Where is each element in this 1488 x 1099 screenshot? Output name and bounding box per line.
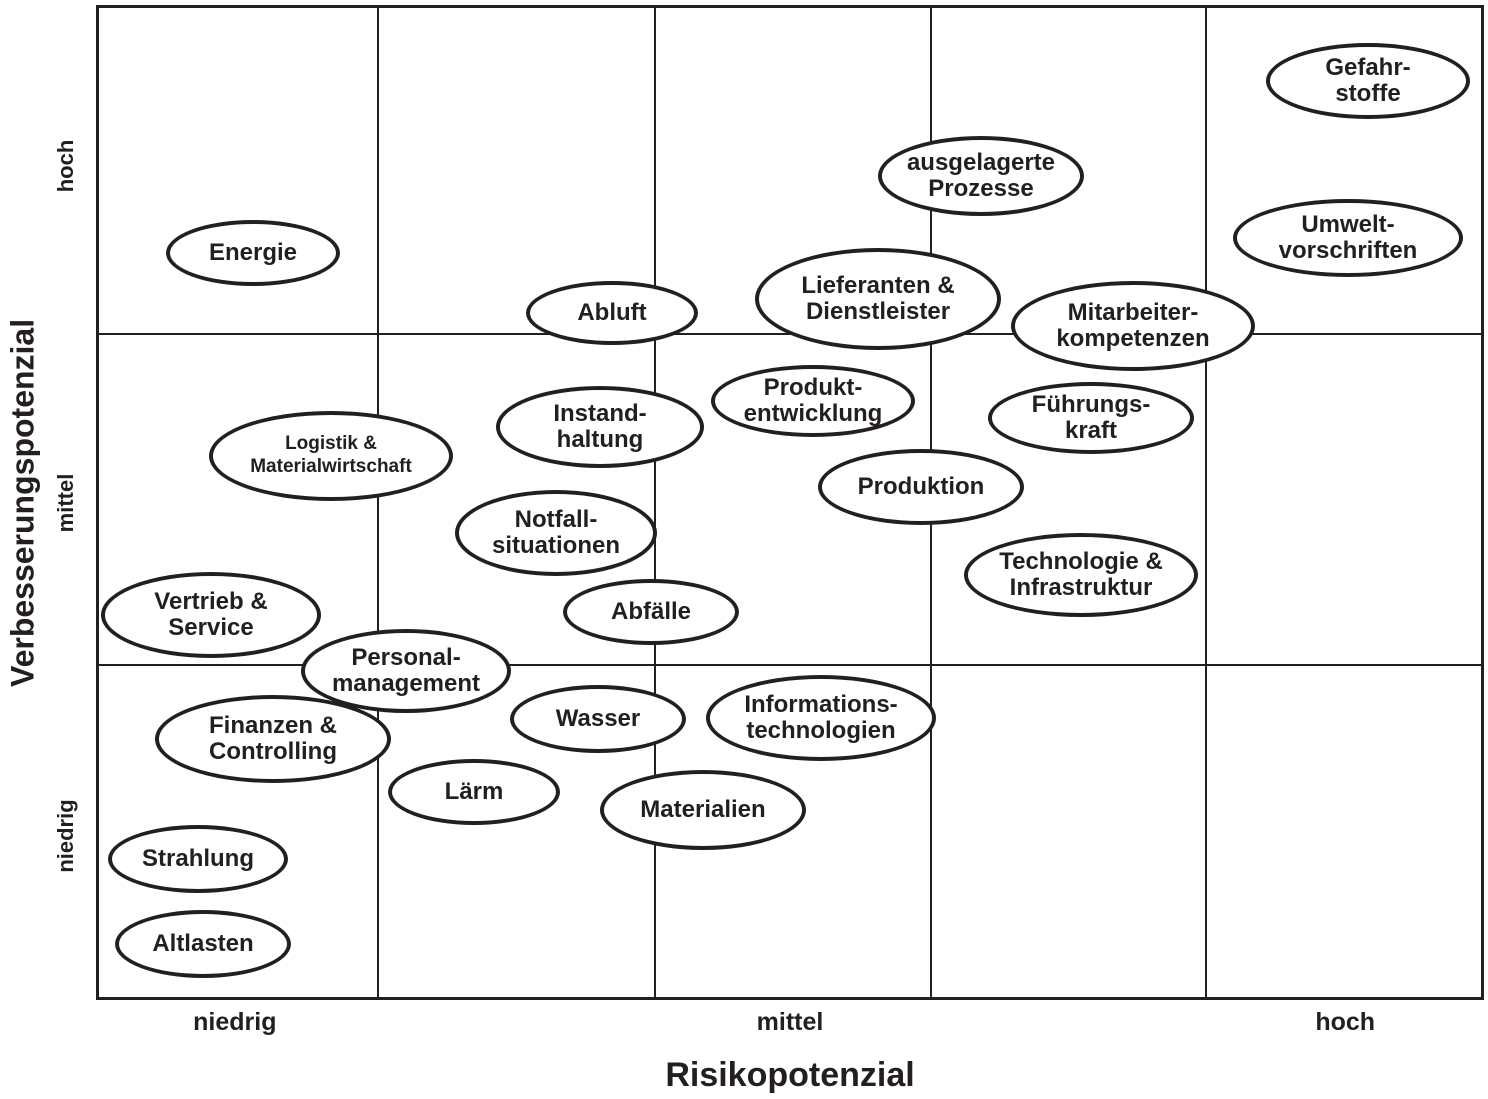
bubble-fuehrungs-kraft: Führungs-kraft — [988, 382, 1194, 454]
y-tick-niedrig: niedrig — [53, 799, 78, 873]
bubble-lieferanten-dienstleister: Lieferanten &Dienstleister — [755, 248, 1001, 350]
bubble-label: Führungs- — [1031, 390, 1151, 418]
bubble-label: Lärm — [444, 777, 504, 805]
bubble-label: Service — [168, 614, 254, 641]
bubble-technologie-infrastruktur: Technologie &Infrastruktur — [964, 533, 1198, 617]
bubble-vertrieb-service: Vertrieb &Service — [101, 572, 321, 658]
bubble-notfall-situationen: Notfall-situationen — [455, 490, 657, 576]
bubble-label: management — [331, 670, 481, 697]
bubble-label: Controlling — [209, 738, 337, 765]
bubble-label: kraft — [1064, 417, 1118, 444]
x-tick-niedrig: niedrig — [193, 1008, 277, 1036]
bubble-label: Abfälle — [610, 597, 691, 625]
x-tick-mittel: mittel — [756, 1008, 824, 1036]
bubble-label: Wasser — [555, 704, 641, 732]
bubble-label: Strahlung — [142, 844, 254, 872]
bubble-wasser: Wasser — [510, 685, 686, 753]
bubble-gefahr-stoffe: Gefahr-stoffe — [1266, 43, 1470, 119]
y-axis-tick-labels: hoch mittel niedrig — [48, 5, 84, 1000]
x-axis-title: Risikopotenzial — [665, 1056, 915, 1094]
bubble-finanzen-controlling: Finanzen &Controlling — [155, 695, 391, 783]
x-tick-hoch: hoch — [1315, 1008, 1376, 1036]
bubble-label: Gefahr- — [1325, 53, 1411, 81]
bubble-label: Technologie & — [999, 547, 1163, 575]
bubble-label: Materialwirtschaft — [250, 456, 412, 477]
bubble-produkt-entwicklung: Produkt-entwicklung — [711, 365, 915, 437]
bubble-label: Instand- — [553, 399, 647, 427]
y-axis-title: Verbesserungspotenzial — [4, 318, 41, 687]
bubble-materialien: Materialien — [600, 770, 806, 850]
bubble-label: Notfall- — [514, 505, 598, 533]
bubble-label: technologien — [746, 717, 896, 744]
bubble-label: situationen — [491, 532, 620, 559]
bubble-abfaelle: Abfälle — [563, 579, 739, 645]
bubble-label: Vertrieb & — [154, 587, 268, 615]
bubble-label: haltung — [556, 426, 644, 453]
bubble-label: Prozesse — [928, 175, 1034, 202]
y-tick-mittel: mittel — [53, 473, 78, 532]
bubble-label: Materialien — [640, 795, 766, 823]
bubble-abluft: Abluft — [526, 281, 698, 345]
bubble-informations-technologien: Informations-technologien — [706, 675, 936, 761]
bubble-label: Personal- — [351, 643, 461, 671]
bubble-label: Infrastruktur — [1009, 574, 1153, 601]
bubble-strahlung: Strahlung — [108, 825, 288, 893]
bubble-logistik-materialwirtschaft: Logistik &Materialwirtschaft — [209, 411, 453, 501]
y-tick-hoch: hoch — [53, 139, 78, 193]
bubble-label: kompetenzen — [1056, 325, 1210, 352]
bubble-mitarbeiter-kompetenzen: Mitarbeiter-kompetenzen — [1011, 281, 1255, 371]
bubble-label: stoffe — [1335, 80, 1401, 107]
bubble-energie: Energie — [166, 220, 340, 286]
bubble-label: entwicklung — [743, 400, 883, 427]
gridline-vertical — [1204, 8, 1207, 997]
bubble-personal-management: Personal-management — [301, 629, 511, 713]
bubble-laerm: Lärm — [388, 759, 560, 825]
bubble-altlasten: Altlasten — [115, 910, 291, 978]
bubble-label: Informations- — [744, 690, 898, 718]
gridline-horizontal — [99, 663, 1481, 666]
bubble-label: Energie — [208, 238, 298, 266]
x-axis-tick-labels: niedrig mittel hoch — [96, 1008, 1484, 1042]
bubble-label: Lieferanten & — [801, 271, 955, 299]
bubble-label: Dienstleister — [805, 298, 951, 325]
gridline-vertical — [653, 8, 656, 997]
bubble-label: ausgelagerte — [906, 148, 1056, 176]
bubble-label: Mitarbeiter- — [1067, 298, 1199, 326]
bubble-umwelt-vorschriften: Umwelt-vorschriften — [1233, 199, 1463, 277]
bubble-label: vorschriften — [1278, 237, 1418, 264]
bubble-label: Produktion — [857, 472, 985, 500]
bubble-label: Umwelt- — [1301, 210, 1395, 238]
bubble-label: Altlasten — [152, 929, 254, 957]
bubble-label: Produkt- — [763, 373, 863, 401]
bubble-label: Finanzen & — [208, 711, 337, 739]
bubble-produktion: Produktion — [818, 449, 1024, 525]
gridline-vertical — [377, 8, 380, 997]
bubble-instand-haltung: Instand-haltung — [496, 386, 704, 468]
bubble-label: Abluft — [577, 298, 647, 326]
bubble-label: Logistik & — [285, 433, 377, 455]
